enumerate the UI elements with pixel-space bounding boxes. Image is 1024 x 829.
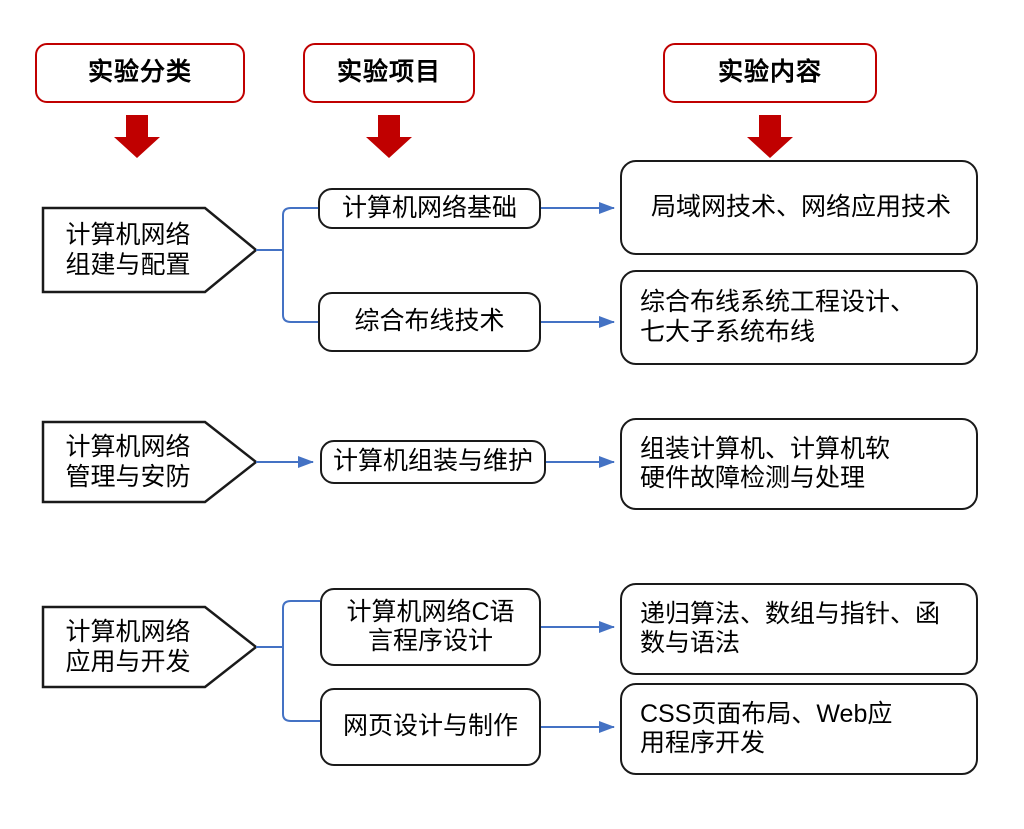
content-box-structured-cabling[interactable]: 综合布线系统工程设计、 七大子系统布线 <box>620 270 978 365</box>
header-box-project[interactable]: 实验项目 <box>303 43 475 103</box>
down-arrow-icon-project <box>366 115 412 158</box>
project-box-structured-cabling[interactable]: 综合布线技术 <box>318 292 541 352</box>
pentagon-shape-row-3 <box>41 605 259 689</box>
project-box-c-language[interactable]: 计算机网络C语 言程序设计 <box>320 588 541 666</box>
content-box-assembly-maintenance[interactable]: 组装计算机、计算机软 硬件故障检测与处理 <box>620 418 978 510</box>
branch-connector-row-1 <box>256 207 318 323</box>
category-label-row-3[interactable]: 计算机网络 应用与开发 <box>65 618 191 676</box>
category-label-row-1[interactable]: 计算机网络 组建与配置 <box>65 221 191 279</box>
pentagon-shape-row-1 <box>41 206 258 294</box>
project-box-network-basics[interactable]: 计算机网络基础 <box>318 188 541 229</box>
category-label-row-2[interactable]: 计算机网络 管理与安防 <box>65 433 191 491</box>
down-arrow-icon-content <box>747 115 793 158</box>
project-box-web-design[interactable]: 网页设计与制作 <box>320 688 541 766</box>
content-box-web-design[interactable]: CSS页面布局、Web应 用程序开发 <box>620 683 978 775</box>
pentagon-shape-row-2 <box>41 420 259 504</box>
branch-connector-row-3 <box>256 600 320 722</box>
down-arrow-icon-classification <box>114 115 160 158</box>
header-box-classification[interactable]: 实验分类 <box>35 43 245 103</box>
header-box-content[interactable]: 实验内容 <box>663 43 877 103</box>
content-box-network-basics[interactable]: 局域网技术、网络应用技术 <box>620 160 978 255</box>
content-box-c-language[interactable]: 递归算法、数组与指针、函 数与语法 <box>620 583 978 675</box>
project-box-assembly-maintenance[interactable]: 计算机组装与维护 <box>320 440 546 484</box>
